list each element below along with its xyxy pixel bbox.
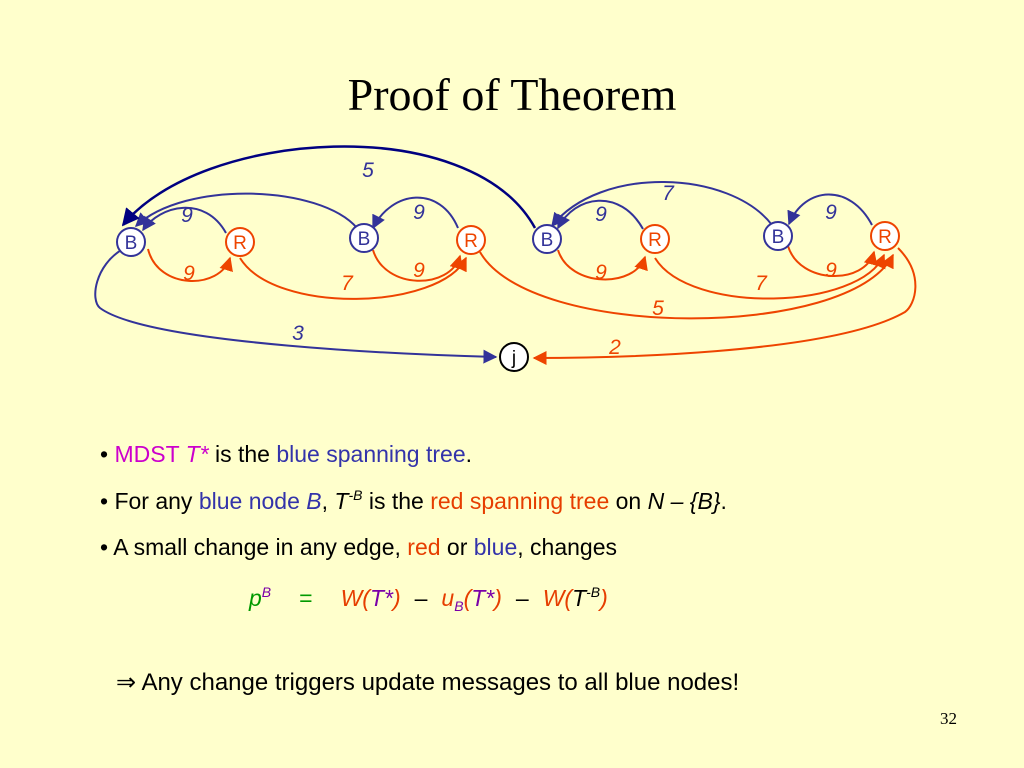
changes-text: , changes [517,534,617,560]
w1: W( [340,585,370,611]
edge-blue-r4-b4 [787,193,873,226]
node-r1-label: R [233,233,247,254]
weight-red-r4-j: 2 [608,336,621,359]
p-sup: B [261,584,272,600]
node-r2-label: R [464,231,478,252]
close3: ) [600,585,608,611]
weight-blue-b1-r1: 9 [181,204,193,227]
node-b2-label: B [358,229,371,250]
blue-spanning-tree-term: blue spanning tree [276,441,466,467]
node-b1-label: B [125,233,138,254]
edge-red-r1-r2 [239,256,467,300]
node-b3 [532,224,562,254]
page-number: 32 [940,709,957,728]
node-b4 [763,221,793,251]
minus1: – [414,585,428,611]
w3: W( [542,585,573,611]
weight-blue-b2-r2: 9 [413,201,425,224]
p-symbol: p [249,585,262,611]
edge-red-b1-r1 [147,248,233,282]
slide-title: Proof of Theorem [347,69,677,120]
edge-red-r4-j [532,247,917,365]
period: . [720,488,727,514]
t-var: T [334,488,349,514]
tstar-term: T* [185,441,209,467]
node-r3-label: R [648,230,662,251]
weight-blue-b4-r4: 9 [825,201,837,224]
change-text: A small change in any edge, [113,534,401,560]
payment-formula: pB=W(T*)–uB(T*)–W(T-B) [249,584,608,614]
conclusion: ⇒ Any change triggers update messages to… [116,668,739,697]
weight-red-r2-r4: 5 [652,297,664,320]
weight-blue-b3-b1: 5 [362,159,374,182]
weight-blue-b1-j: 3 [292,322,304,345]
node-r1 [225,227,255,257]
edge-blue-b1-j [94,248,498,364]
weight-blue-b4-b3: 7 [662,182,675,205]
node-b4-label: B [772,227,785,248]
t-sup: -B [348,487,363,503]
node-b3-label: B [541,230,554,251]
open2: ( [463,585,472,611]
edge-blue-b4-b3 [551,181,773,228]
minus2: – [515,585,529,611]
edge-red-b4-r4 [787,245,878,277]
mdst-term: MDST [114,441,180,467]
b-var: B [306,488,322,514]
period: . [465,441,473,467]
bullet-blue-node: • For any blue node B, T-B is the red sp… [100,487,727,514]
is-the-text: is the [368,488,424,514]
n-var: N [647,488,665,514]
node-j [499,342,529,372]
weight-red-b4-r4: 9 [825,259,837,282]
weight-red-r1-r2: 7 [341,272,354,295]
blue-term: blue [473,534,518,560]
blue-node-term: blue node [198,488,300,514]
edge-red-r3-r4 [654,253,886,300]
close1: ) [392,585,401,611]
bullet-mdst: • MDST T* is the blue spanning tree. [100,441,473,467]
equals-sign: = [299,585,313,611]
u-sub: B [454,598,464,614]
spanning-tree-diagram: B R B R B R B R j 9 9 9 9 9 9 9 9 5 7 7 … [94,145,917,372]
implies-icon: ⇒ [116,669,137,696]
or-text: or [446,534,468,560]
u-symbol: u [441,585,455,611]
node-r2 [456,225,486,255]
comma: , [321,488,328,514]
is-the-text: is the [214,441,270,467]
tstar2: T* [471,585,495,611]
bullet-small-change: • A small change in any edge, red or blu… [100,534,617,560]
edge-blue-b3-b1 [121,145,537,229]
edge-red-r2-r4 [479,251,894,320]
edge-red-b3-r3 [557,249,648,281]
on-text: on [615,488,642,514]
node-b2 [349,223,379,253]
weight-blue-b3-r3: 9 [595,203,607,226]
edge-blue-r2-b2 [372,196,459,230]
weight-red-b1-r1: 9 [183,262,195,285]
red-term: red [407,534,441,560]
t3: T [572,585,587,611]
node-r4 [870,221,900,251]
tstar1: T* [369,585,393,611]
red-spanning-tree-term: red spanning tree [430,488,610,514]
node-r4-label: R [878,227,892,248]
weight-red-r3-r4: 7 [755,272,768,295]
node-b1 [116,227,146,257]
for-any-text: For any [114,488,193,514]
node-r3 [640,224,670,254]
weight-red-b3-r3: 9 [595,261,607,284]
conclusion-text: Any change triggers update messages to a… [141,669,740,696]
node-j-label: j [511,348,516,369]
close2: ) [494,585,502,611]
t3-sup: -B [586,584,601,600]
edge-blue-b2-b1 [134,192,358,229]
weight-red-b2-r2: 9 [413,259,425,282]
set-minus: – {B} [670,488,721,514]
